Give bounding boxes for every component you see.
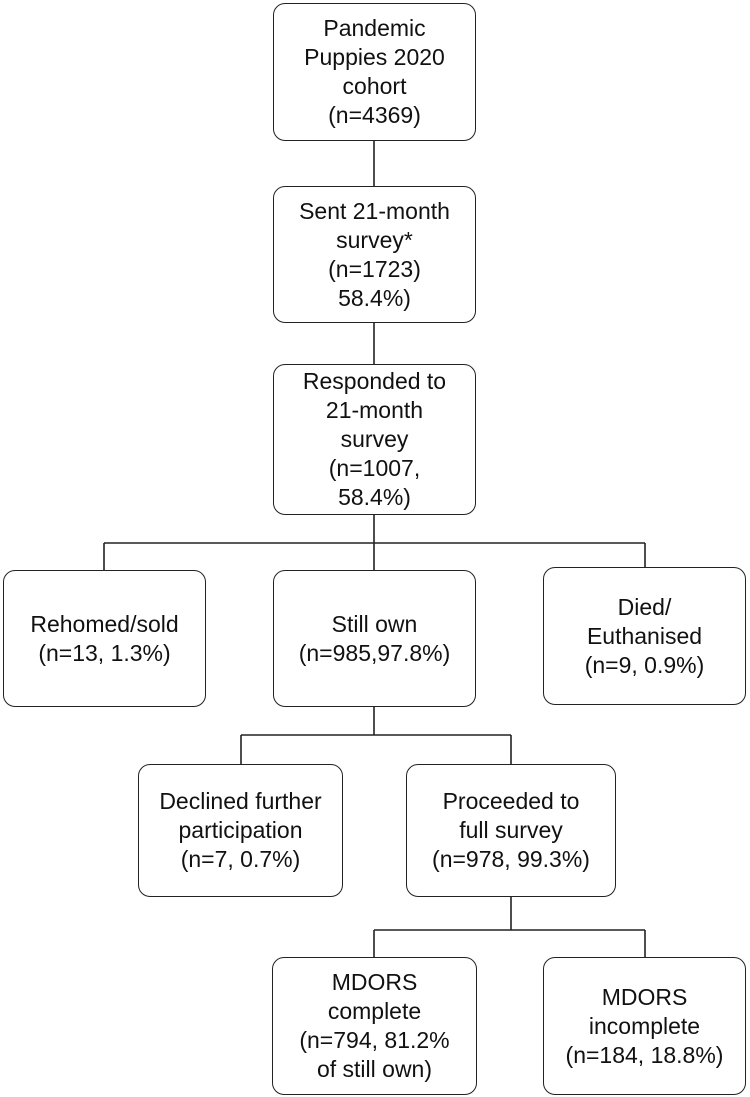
node-text: Puppies 2020	[304, 44, 445, 70]
node-text: 58.4%)	[338, 284, 411, 311]
node-text: Died/	[617, 593, 672, 620]
node-text: (n=7, 0.7%)	[180, 846, 301, 872]
node-text: Pandemic	[323, 15, 426, 41]
node-text: (n=1007,	[328, 455, 421, 481]
node-responded: Responded to 21-month survey (n=1007, 58…	[273, 364, 476, 515]
node-still-own: Still own (n=985,97.8%)	[273, 570, 476, 707]
node-text: full survey	[459, 817, 563, 843]
node-text: cohort	[342, 73, 407, 99]
node-text: (n=9, 0.9%)	[584, 651, 705, 678]
node-text: Responded to	[302, 368, 447, 394]
node-rehomed-sold: Rehomed/sold (n=13, 1.3%)	[3, 570, 206, 707]
node-text: Still own	[331, 610, 418, 637]
node-text: survey*	[336, 226, 413, 253]
node-text: (n=184, 18.8%)	[565, 1041, 724, 1068]
node-sent-survey: Sent 21-month survey* (n=1723) 58.4%)	[273, 186, 476, 323]
node-text: 58.4%)	[338, 484, 411, 510]
node-text: (n=4369)	[328, 102, 421, 128]
node-text: 21-month	[325, 397, 424, 423]
node-text: (n=13, 1.3%)	[38, 639, 171, 666]
node-text: Declined further	[159, 788, 322, 814]
node-text: (n=794, 81.2%	[299, 1027, 450, 1053]
node-text: (n=978, 99.3%)	[432, 846, 590, 872]
node-proceeded: Proceeded to full survey (n=978, 99.3%)	[406, 764, 616, 897]
node-died-euthanised: Died/ Euthanised (n=9, 0.9%)	[543, 567, 746, 705]
node-text: MDORS	[601, 983, 688, 1010]
node-text: Euthanised	[586, 622, 703, 649]
node-text: of still own)	[316, 1056, 433, 1082]
node-text: Sent 21-month	[299, 197, 450, 224]
node-declined: Declined further participation (n=7, 0.7…	[138, 764, 343, 897]
node-text: MDORS	[331, 969, 418, 995]
node-text: Proceeded to	[442, 788, 580, 814]
node-text: (n=1723)	[328, 255, 421, 282]
node-text: complete	[327, 998, 422, 1024]
node-text: participation	[178, 817, 303, 843]
node-text: (n=985,97.8%)	[298, 639, 451, 666]
node-mdors-incomplete: MDORS incomplete (n=184, 18.8%)	[543, 957, 746, 1095]
node-text: survey	[340, 426, 409, 452]
node-cohort: Pandemic Puppies 2020 cohort (n=4369)	[273, 3, 476, 141]
node-text: incomplete	[588, 1012, 701, 1039]
node-text: Rehomed/sold	[30, 610, 179, 637]
node-mdors-complete: MDORS complete (n=794, 81.2% of still ow…	[272, 957, 477, 1095]
